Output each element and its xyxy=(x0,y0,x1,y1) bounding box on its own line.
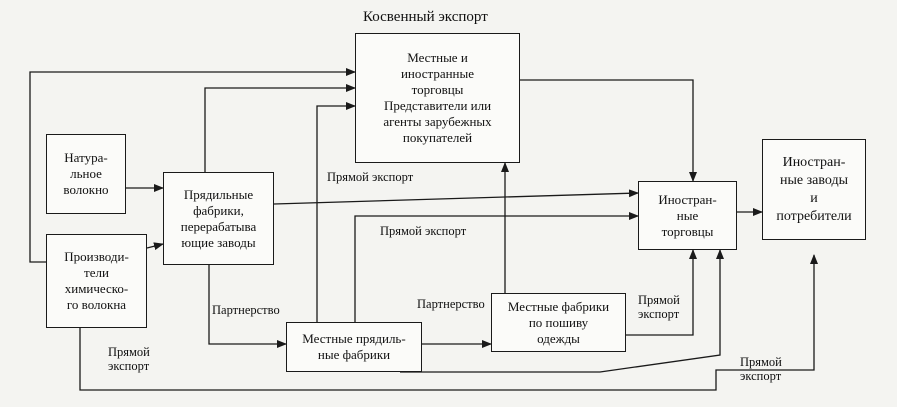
arrow-chem-to-traders xyxy=(29,68,356,263)
arrow-traders-to-foreigntraders xyxy=(520,79,697,182)
traders-agents-box: Местные и иностранные торговцы Представи… xyxy=(355,33,520,163)
label-partnership-2: Партнерство xyxy=(417,297,485,311)
label-direct-export-2: Прямой экспорт xyxy=(380,224,467,238)
arrow-localspin-to-foreigntraders-2 xyxy=(400,249,724,373)
arrow-chem-to-spinning xyxy=(146,242,164,251)
natural-fiber-box: Натура- льное волокно xyxy=(46,134,126,214)
foreign-plants-label: Иностран- ные заводы и потребители xyxy=(776,154,852,224)
spinning-mills-box: Прядильные фабрики, перерабатыва ющие за… xyxy=(163,172,274,265)
arrow-chem-to-plants xyxy=(79,254,818,391)
spinning-mills-label: Прядильные фабрики, перерабатыва ющие за… xyxy=(180,186,257,250)
label-partnership-1: Партнерство xyxy=(212,303,280,317)
label-direct-export-5: Прямой экспорт xyxy=(740,355,782,383)
local-sewing-box: Местные фабрики по пошиву одежды xyxy=(491,293,626,352)
foreign-traders-label: Иностран- ные торговцы xyxy=(658,191,717,239)
chemical-fiber-label: Производи- тели химическо- го волокна xyxy=(64,249,129,312)
local-sewing-label: Местные фабрики по пошиву одежды xyxy=(507,298,610,346)
chemical-fiber-box: Производи- тели химическо- го волокна xyxy=(46,234,147,328)
local-spinning-label: Местные прядиль- ные фабрики xyxy=(302,331,406,362)
arrow-localspin-to-foreigntraders xyxy=(354,212,639,322)
local-spinning-box: Местные прядиль- ные фабрики xyxy=(286,322,422,372)
arrow-localspin-to-traders xyxy=(316,102,356,322)
label-direct-export-3: Прямой экспорт xyxy=(638,293,680,321)
foreign-plants-box: Иностран- ные заводы и потребители xyxy=(762,139,866,240)
arrow-spinning-to-traders xyxy=(204,84,356,172)
natural-fiber-label: Натура- льное волокно xyxy=(63,150,109,197)
diagram-title: Косвенный экспорт xyxy=(363,9,488,25)
label-direct-export-1: Прямой экспорт xyxy=(327,170,414,184)
arrow-sewing-to-foreigntraders xyxy=(626,249,697,336)
foreign-traders-box: Иностран- ные торговцы xyxy=(638,181,737,250)
arrow-spinning-to-foreigntraders xyxy=(273,189,639,205)
traders-agents-label: Местные и иностранные торговцы Представи… xyxy=(383,50,492,145)
label-direct-export-4: Прямой экспорт xyxy=(108,345,150,373)
arrow-spinning-to-localspin xyxy=(208,265,287,348)
